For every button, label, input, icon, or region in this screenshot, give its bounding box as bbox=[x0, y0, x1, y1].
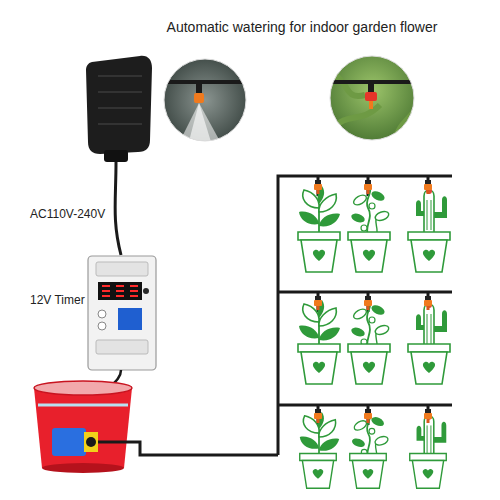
diagram-title-slot: Automatic watering for indoor garden flo… bbox=[167, 18, 438, 36]
pipe-network bbox=[278, 176, 452, 455]
timer-label: 12V Timer bbox=[30, 293, 85, 307]
power-adapter bbox=[86, 56, 152, 255]
water-bucket bbox=[34, 381, 278, 473]
voltage-label: AC110V-240V bbox=[30, 207, 105, 221]
timer-label-slot: 12V Timer bbox=[30, 290, 85, 308]
drip-photo bbox=[325, 52, 420, 147]
mist-photo bbox=[160, 55, 250, 145]
diagram-title: Automatic watering for indoor garden flo… bbox=[167, 19, 438, 35]
voltage-label-slot: AC110V-240V bbox=[30, 204, 105, 222]
